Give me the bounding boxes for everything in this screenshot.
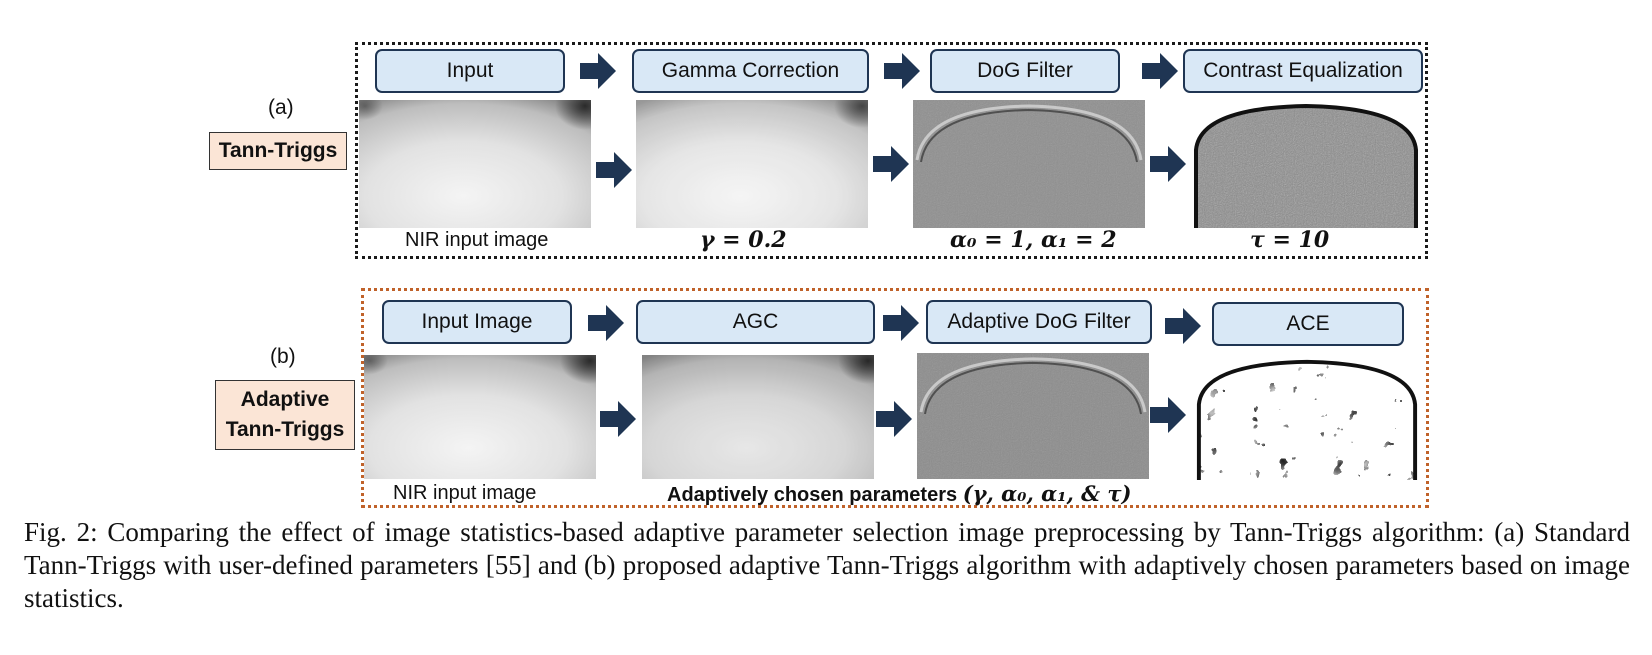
adaptive-tann-triggs-pipeline-frame: [361, 288, 1429, 508]
flow-arrow-icon: [876, 401, 912, 437]
agc-image: [642, 355, 874, 479]
figure-caption: Fig. 2: Comparing the effect of image st…: [24, 517, 1630, 613]
flow-arrow-icon: [1142, 53, 1178, 89]
step-input: Input: [375, 49, 565, 93]
nir-input-image: [359, 100, 591, 228]
flow-arrow-icon: [1150, 146, 1186, 182]
param-gamma: γ = 0.2: [700, 227, 787, 253]
adaptive-dog-image: [917, 353, 1149, 479]
adaptive-text: Adaptively chosen parameters: [667, 484, 958, 506]
method-line-2: Tann-Triggs: [225, 418, 345, 441]
step-gamma-correction: Gamma Correction: [632, 49, 869, 93]
row-a-label: (a): [268, 96, 294, 119]
row-b-label: (b): [270, 345, 296, 368]
tann-triggs-pipeline-frame: [355, 42, 1428, 259]
ace-image: [1193, 356, 1421, 480]
caption-adaptive-parameters: Adaptively chosen parameters (γ, α₀, α₁,…: [667, 481, 1131, 507]
flow-arrow-icon: [1165, 308, 1201, 344]
param-dog: α₀ = 1, α₁ = 2: [950, 227, 1117, 253]
nir-input-image: [364, 355, 596, 479]
dog-filtered-image: [913, 100, 1145, 228]
method-line-1: Adaptive: [240, 388, 330, 411]
flow-arrow-icon: [596, 152, 632, 188]
flow-arrow-icon: [884, 53, 920, 89]
step-contrast-equalization: Contrast Equalization: [1183, 49, 1423, 93]
step-adaptive-dog-filter: Adaptive DoG Filter: [926, 300, 1152, 344]
flow-arrow-icon: [883, 305, 919, 341]
adaptive-params: (γ, α₀, α₁, & τ): [962, 481, 1132, 506]
step-dog-filter: DoG Filter: [930, 49, 1120, 93]
caption-nir-input: NIR input image: [393, 482, 537, 504]
flow-arrow-icon: [1150, 397, 1186, 433]
caption-nir-input: NIR input image: [405, 229, 549, 251]
method-adaptive-tann-triggs: Adaptive Tann-Triggs: [215, 380, 355, 450]
flow-arrow-icon: [580, 53, 616, 89]
step-ace: ACE: [1212, 302, 1404, 346]
step-input-image: Input Image: [382, 300, 572, 344]
contrast-equalized-image: [1190, 100, 1422, 228]
param-tau: τ = 10: [1250, 227, 1330, 253]
step-agc: AGC: [636, 300, 875, 344]
flow-arrow-icon: [873, 146, 909, 182]
flow-arrow-icon: [588, 305, 624, 341]
gamma-corrected-image: [636, 100, 868, 228]
method-tann-triggs: Tann-Triggs: [209, 132, 347, 170]
flow-arrow-icon: [600, 401, 636, 437]
